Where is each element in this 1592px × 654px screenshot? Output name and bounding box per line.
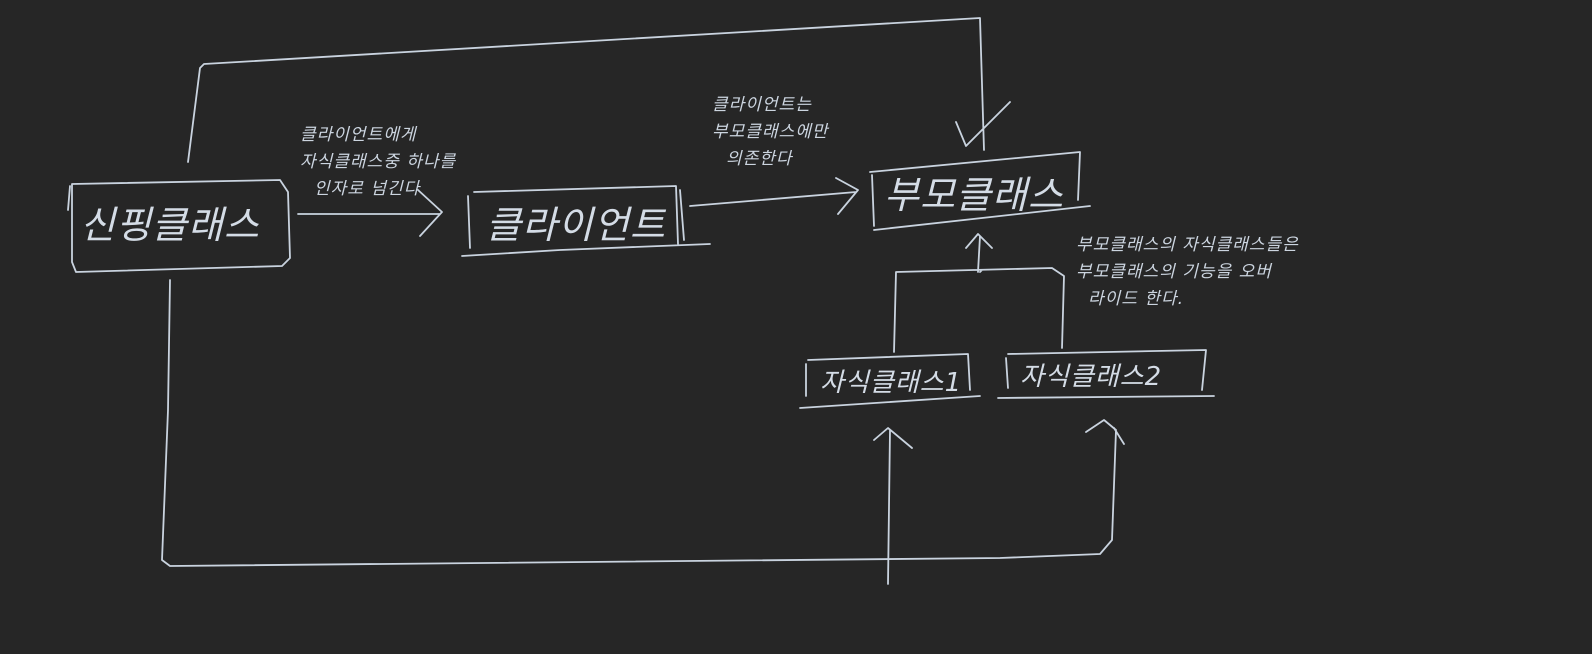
arrow-client-to-parent [689, 177, 859, 215]
note-line: 부모클래스에만 [712, 122, 829, 142]
arrow-up-to-child1 [873, 427, 913, 585]
note-line: 인자로 넘긴다 [314, 179, 421, 199]
note-line: 부모클래스의 기능을 오버 [1076, 262, 1272, 282]
parent-box [869, 151, 1091, 231]
note-line: 클라이언트에게 [300, 125, 417, 145]
child2-label: 자식클래스2 [1020, 362, 1163, 392]
child2-box [997, 349, 1215, 399]
child1-label: 자식클래스1 [820, 368, 963, 398]
arrow-creator-to-child2-bottom [161, 279, 1125, 567]
note-line: 자식클래스중 하나를 [300, 152, 457, 172]
client-label: 클라이언트 [486, 203, 666, 247]
note-line: 클라이언트는 [712, 95, 812, 115]
parent-label: 부모클래스 [884, 173, 1064, 217]
creator-label: 신핑클래스 [80, 203, 260, 247]
note-inheritance: 부모클래스의 자식클래스들은 부모클래스의 기능을 오버 라이드 한다. [1076, 232, 1299, 313]
inheritance-connector [893, 233, 1065, 353]
note-client-to-parent: 클라이언트는 부모클래스에만 의존한다 [712, 92, 828, 173]
creator-box [67, 179, 291, 273]
client-box [461, 185, 711, 257]
note-line: 라이드 한다. [1088, 289, 1185, 309]
note-creator-to-client: 클라이언트에게 자식클래스중 하나를 인자로 넘긴다 [300, 122, 456, 203]
note-line: 의존한다 [726, 149, 793, 169]
arrow-creator-to-parent-top [187, 17, 1011, 163]
child1-box [799, 353, 981, 409]
note-line: 부모클래스의 자식클래스들은 [1076, 235, 1299, 255]
arrow-creator-to-client [297, 189, 443, 237]
